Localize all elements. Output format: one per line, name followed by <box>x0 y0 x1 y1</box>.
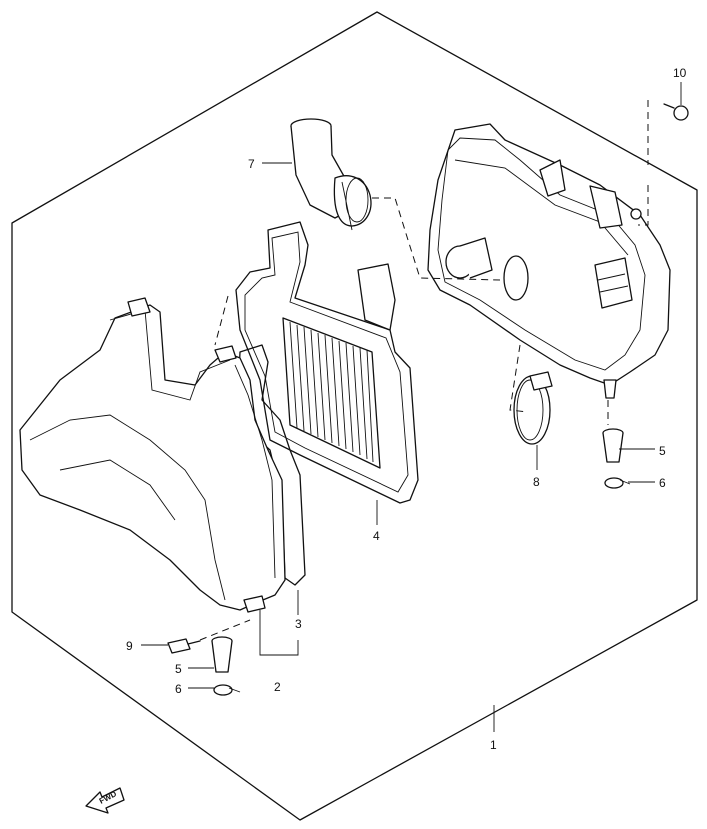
leader-lines <box>141 82 682 732</box>
fwd-arrow-icon: FWD <box>85 787 125 814</box>
callout-2: 2 <box>274 680 281 694</box>
callout-7: 7 <box>248 157 255 171</box>
callout-3: 3 <box>295 617 302 631</box>
air-cleaner-case <box>19 297 286 613</box>
clip-right <box>604 477 631 489</box>
clip-left <box>213 684 241 696</box>
drain-plug-right <box>602 428 624 463</box>
intake-tube <box>290 118 372 231</box>
assembly-frame <box>11 11 698 821</box>
callout-8: 8 <box>533 475 540 489</box>
callout-10: 10 <box>673 66 687 80</box>
screw-case <box>167 638 201 654</box>
alignment-dashes <box>199 100 649 641</box>
callout-4: 4 <box>373 529 380 543</box>
filter-pleats <box>289 321 374 463</box>
callout-5b: 5 <box>175 662 182 676</box>
callout-5a: 5 <box>659 444 666 458</box>
callout-9: 9 <box>126 639 133 653</box>
callout-1: 1 <box>490 738 497 752</box>
air-cleaner-cover <box>427 123 671 399</box>
hose-clamp <box>513 371 553 445</box>
callout-6b: 6 <box>175 682 182 696</box>
callout-6a: 6 <box>659 476 666 490</box>
air-filter-element <box>235 221 419 504</box>
screw-cover <box>663 103 689 121</box>
drain-plug-left <box>211 636 233 673</box>
